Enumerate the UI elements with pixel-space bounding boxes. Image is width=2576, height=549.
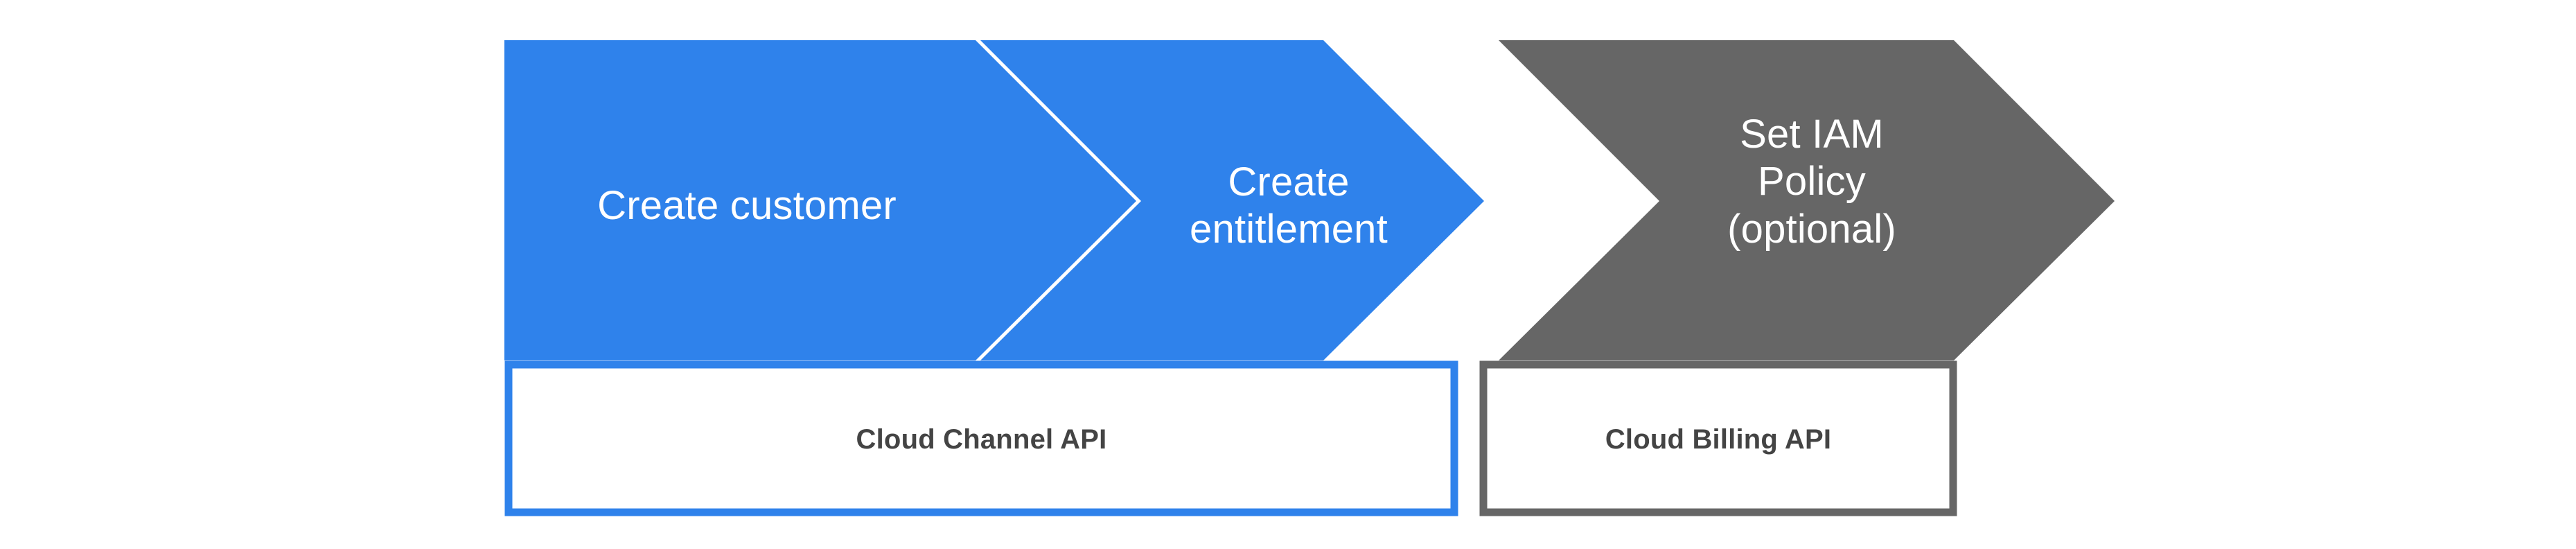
chevron-shape-create-customer[interactable] (504, 40, 1136, 360)
api-group-label-cloud-billing-api: Cloud Billing API (1605, 424, 1832, 455)
chevron-label-create-entitlement: Create entitlement (1190, 159, 1388, 252)
chevron-label-create-customer: Create customer (597, 183, 897, 228)
api-group-box-cloud-channel-api[interactable] (504, 360, 1458, 516)
chevron-shape-create-entitlement[interactable] (980, 40, 1484, 360)
api-group-label-cloud-channel-api: Cloud Channel API (856, 424, 1107, 455)
api-group-box-cloud-billing-api[interactable] (1479, 360, 1957, 516)
chevron-shape-set-iam-policy[interactable] (1499, 40, 2115, 360)
chevron-label-set-iam-policy: Set IAM Policy (optional) (1727, 112, 1896, 252)
